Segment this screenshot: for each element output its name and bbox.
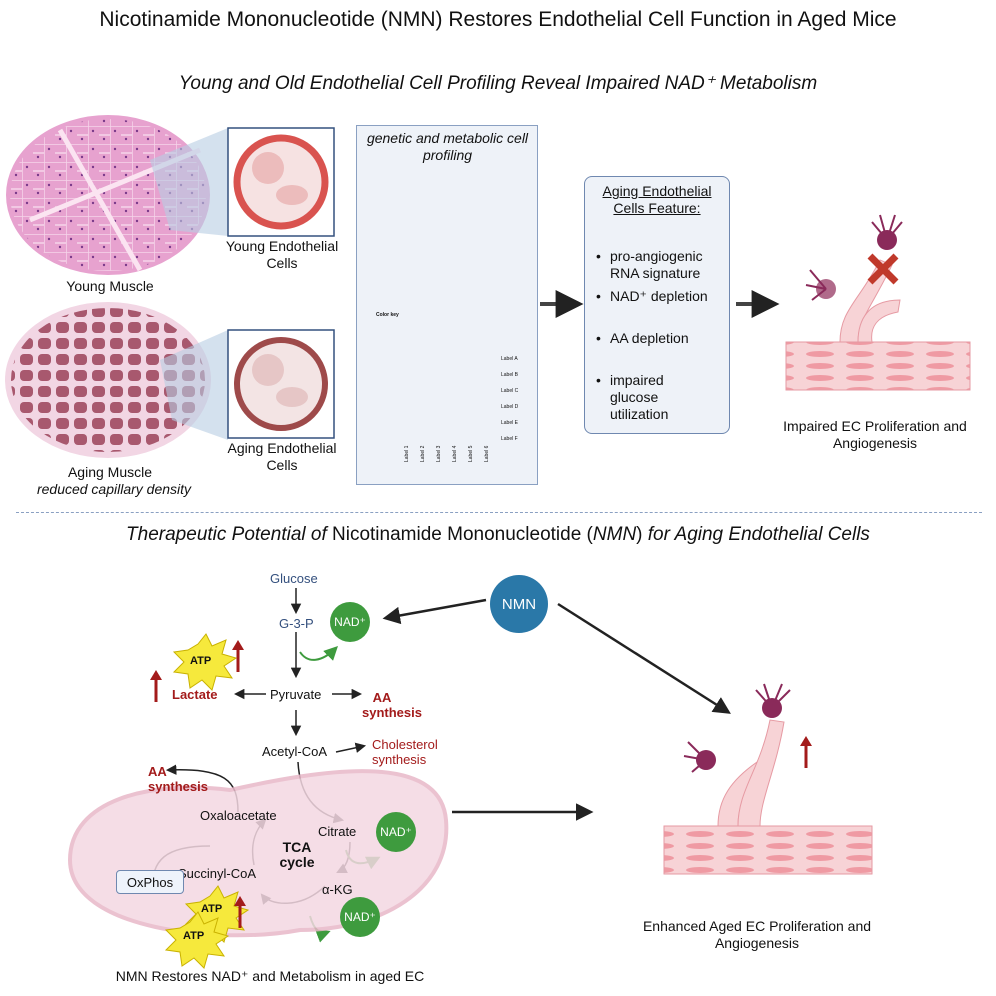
heatmap-col-label: Label 4 xyxy=(452,445,458,462)
heatmap-row-label: Label E xyxy=(501,420,518,426)
bottom-section-subtitle: Therapeutic Potential of Nicotinamide Mo… xyxy=(0,524,996,546)
enhanced-outcome-label: Enhanced Aged EC Proliferation and Angio… xyxy=(642,918,872,951)
heatmap-col-label: Label 2 xyxy=(420,445,426,462)
atp-burst-icons xyxy=(164,633,250,969)
section-divider xyxy=(16,512,982,513)
pyruvate-label: Pyruvate xyxy=(270,687,322,702)
young-muscle-label: Young Muscle xyxy=(66,278,154,294)
heatmap-row-label: Label D xyxy=(501,404,519,410)
subtitle-part: ) xyxy=(636,524,643,545)
nad-circle: NAD⁺ xyxy=(340,897,380,937)
aging-muscle-image xyxy=(5,302,228,458)
oxphos-box: OxPhos xyxy=(116,870,184,894)
acetyl-coa-label: Acetyl-CoA xyxy=(262,744,328,759)
aging-cells-label: Aging Endothelial Cells xyxy=(227,440,337,473)
feature-item: AA depletion xyxy=(596,330,728,347)
aging-muscle-note: reduced capillary density xyxy=(36,481,192,497)
heatmap-row-label: Label F xyxy=(501,436,518,442)
atp-label: ATP xyxy=(190,655,212,667)
impaired-outcome-label: Impaired EC Proliferation and Angiogenes… xyxy=(783,418,967,451)
g3p-label: G-3-P xyxy=(279,616,314,631)
heatmap-row-label: Label A xyxy=(501,356,518,362)
heatmap-col-label: Label 6 xyxy=(484,445,490,462)
profiling-panel xyxy=(356,125,538,485)
heatmap-col-label: Label 3 xyxy=(436,445,442,462)
nad-circle: NAD⁺ xyxy=(330,602,370,642)
aging-feature-title: Aging Endothelial Cells Feature: xyxy=(602,183,712,216)
oxaloacetate-label: Oxaloacetate xyxy=(200,808,277,823)
subtitle-part: NMN xyxy=(592,524,637,545)
nmn-circle: NMN xyxy=(490,575,548,633)
mitochondrion-image xyxy=(67,769,449,938)
young-cells-label: Young Endothelial Cells xyxy=(225,238,339,271)
succinyl-coa-label: Succinyl-CoA xyxy=(178,866,257,881)
lactate-label: Lactate xyxy=(172,687,218,702)
atp-label: ATP xyxy=(201,903,223,915)
aa-synthesis-label-1: AA synthesis xyxy=(362,690,422,720)
glucose-label: Glucose xyxy=(270,571,318,586)
subtitle-part: for Aging Endothelial Cells xyxy=(647,524,870,545)
feature-item: impaired glucose utilization xyxy=(596,372,682,423)
atp-label: ATP xyxy=(183,930,205,942)
heatmap-row-label: Label C xyxy=(501,388,519,394)
heatmap-row-label: Label B xyxy=(501,372,518,378)
heatmap-col-label: Label 5 xyxy=(468,445,474,462)
citrate-label: Citrate xyxy=(318,824,357,839)
nad-circle: NAD⁺ xyxy=(376,812,416,852)
young-endothelial-cell-image xyxy=(227,127,335,237)
top-section-subtitle: Young and Old Endothelial Cell Profiling… xyxy=(178,73,818,94)
bottom-caption: NMN Restores NAD⁺ and Metabolism in aged… xyxy=(115,968,425,984)
aging-muscle-label: Aging Muscle xyxy=(67,464,153,480)
enhanced-vessel-image xyxy=(663,683,873,875)
heatmap-color-key-label: Color key xyxy=(376,312,399,318)
feature-item: NAD⁺ depletion xyxy=(596,288,728,305)
increase-arrow-icons xyxy=(150,640,812,928)
cholesterol-synthesis-label: Cholesterol synthesis xyxy=(372,737,438,767)
impaired-vessel-image xyxy=(785,214,971,391)
heatmap-col-label: Label 1 xyxy=(404,445,410,462)
page-title: Nicotinamide Mononucleotide (NMN) Restor… xyxy=(99,8,897,31)
profiling-title: genetic and metabolic cell profiling xyxy=(366,130,529,163)
young-muscle-image xyxy=(6,115,228,275)
subtitle-part: Therapeutic Potential of xyxy=(126,524,327,545)
feature-item: pro-angiogenic RNA signature xyxy=(596,248,728,282)
aging-endothelial-cell-image xyxy=(227,329,335,439)
alpha-kg-label: α-KG xyxy=(322,882,353,897)
aa-synthesis-label-2: AA synthesis xyxy=(148,764,208,794)
subtitle-part: Nicotinamide Mononucleotide ( xyxy=(332,524,593,545)
tca-cycle-label: TCA cycle xyxy=(279,839,315,870)
